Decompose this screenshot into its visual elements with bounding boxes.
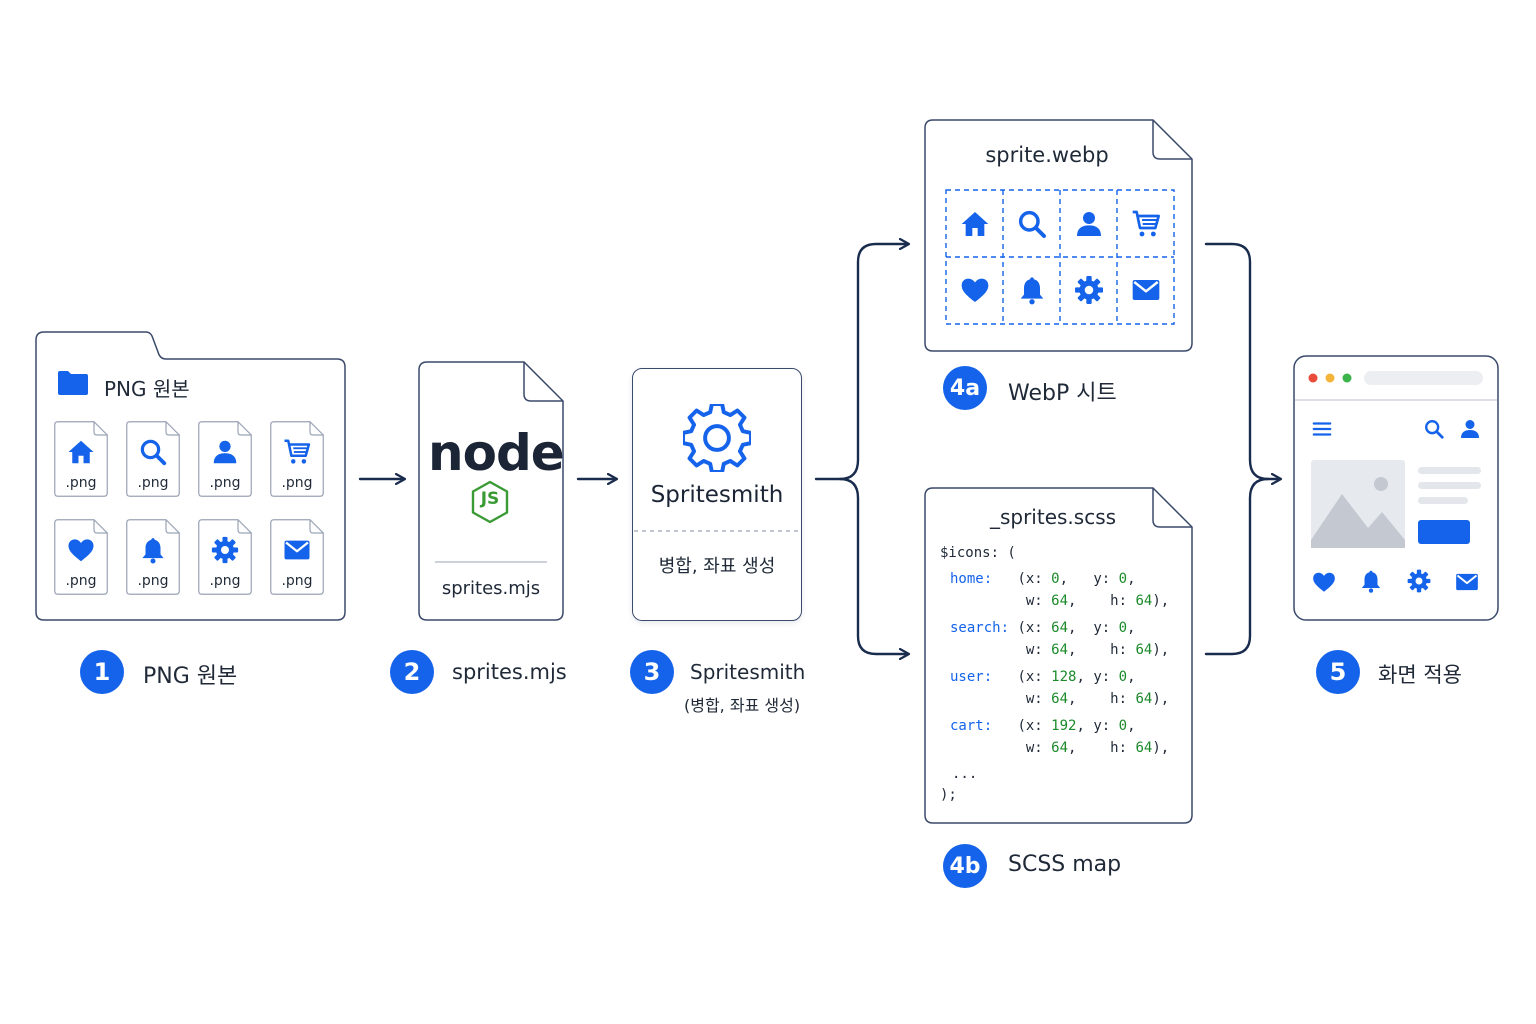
hamburger-icon[interactable]	[1311, 418, 1333, 440]
scss-entry-line: w: 64, h: 64),	[950, 642, 1170, 658]
png-file-ext: .png	[209, 573, 241, 589]
png-file: .png	[198, 519, 252, 595]
sprites-mjs-filename: sprites.mjs	[441, 578, 541, 599]
step-3-label: Spritesmith	[690, 660, 806, 684]
node-logo-word: node	[428, 424, 565, 482]
step-4b-badge: 4b	[943, 844, 987, 888]
scss-entry-line: w: 64, h: 64),	[950, 740, 1170, 756]
branch-connector	[814, 244, 908, 481]
png-file-ext: .png	[137, 573, 169, 589]
scss-code-open: $icons: (	[940, 545, 1016, 561]
png-file-ext: .png	[281, 573, 313, 589]
scss-entry-line: user: (x: 128, y: 0,	[950, 669, 1136, 685]
scss-entry-line: search: (x: 64, y: 0,	[950, 620, 1136, 636]
browser-mail-icon[interactable]	[1453, 569, 1481, 595]
browser-bell-icon[interactable]	[1358, 568, 1384, 594]
scss-entry-line: cart: (x: 192, y: 0,	[950, 718, 1136, 734]
browser-search-icon[interactable]	[1423, 418, 1445, 440]
png-file: .png	[54, 519, 108, 595]
step-4a-label: WebP 시트	[1008, 381, 1117, 406]
step-4b-label: SCSS map	[1008, 852, 1122, 877]
browser-heart-icon[interactable]	[1311, 569, 1337, 595]
png-file: .png	[126, 519, 180, 595]
scss-entry-line: w: 64, h: 64),	[950, 691, 1170, 707]
step-3-sublabel: (병합, 좌표 생성)	[684, 696, 801, 715]
step-1-badge: 1	[80, 650, 124, 694]
step-4a-badge: 4a	[943, 366, 987, 410]
png-file: .png	[198, 421, 252, 497]
png-file: .png	[54, 421, 108, 497]
step-5-label: 화면 적용	[1378, 663, 1462, 687]
png-file: .png	[270, 519, 324, 595]
png-file-ext: .png	[137, 475, 169, 491]
png-file: .png	[126, 421, 180, 497]
sprites-scss-filename: _sprites.scss	[989, 505, 1117, 529]
spritesmith-card-title: Spritesmith	[650, 482, 784, 508]
folder-title: PNG 원본	[104, 377, 190, 401]
spritesmith-card	[632, 368, 802, 621]
png-file-ext: .png	[65, 573, 97, 589]
png-file-ext: .png	[209, 475, 241, 491]
merge-connector	[1204, 242, 1280, 479]
png-file-ext: .png	[65, 475, 97, 491]
scss-entry-line: home: (x: 0, y: 0,	[950, 571, 1136, 587]
png-file-ext: .png	[281, 475, 313, 491]
step-2-badge: 2	[390, 650, 434, 694]
sprite-webp-filename: sprite.webp	[985, 143, 1109, 167]
step-3-badge: 3	[630, 650, 674, 694]
scss-entry-line: w: 64, h: 64),	[950, 593, 1170, 609]
scss-code-close: );	[940, 787, 957, 803]
folder-icon	[58, 371, 88, 395]
browser-user-icon[interactable]	[1458, 417, 1482, 441]
scss-code-ellipsis: ...	[952, 766, 978, 782]
step-2-label: sprites.mjs	[452, 660, 567, 684]
node-js-hexagon-icon	[471, 480, 509, 524]
browser-gear-icon[interactable]	[1406, 568, 1432, 594]
node-js-text: JS	[480, 489, 500, 509]
spritesmith-card-desc: 병합, 좌표 생성	[658, 556, 776, 577]
png-file: .png	[270, 421, 324, 497]
step-5-badge: 5	[1316, 650, 1360, 694]
step-1-label: PNG 원본	[143, 664, 238, 689]
